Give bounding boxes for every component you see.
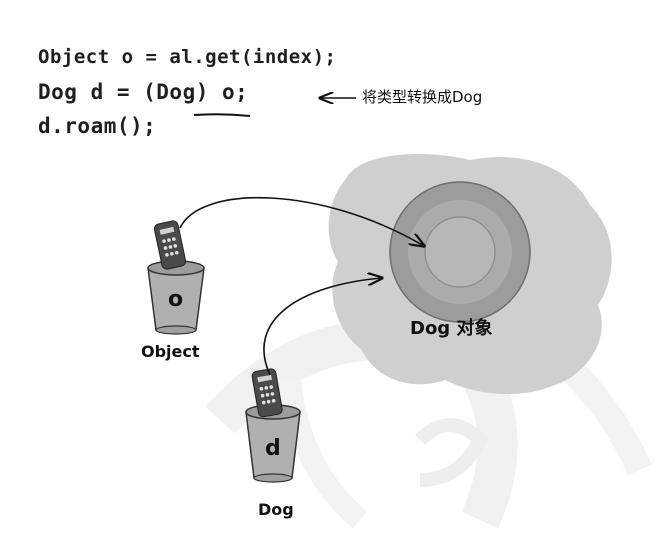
dog-object-label: Dog 对象 [410,318,493,339]
code-line-1: Object o = al.get(index); [38,46,337,68]
code-line-2: Dog d = (Dog) o; [38,80,249,104]
cast-annotation: 将类型转换成Dog [362,88,483,106]
cast-underline [193,113,251,117]
object-reference-cup [147,220,205,335]
reference-type-object: Object [141,342,200,361]
object-reference-arrow [179,196,424,246]
reference-letter-o: o [168,287,184,312]
dog-object [389,181,531,323]
remote-control-icon [153,220,187,270]
dog-reference-arrow [263,278,382,376]
reference-type-dog: Dog [258,500,294,519]
code-line-3: d.roam(); [38,114,157,138]
dog-reference-cup [245,368,301,483]
remote-control-icon [251,368,283,418]
reference-letter-d: d [265,436,281,461]
